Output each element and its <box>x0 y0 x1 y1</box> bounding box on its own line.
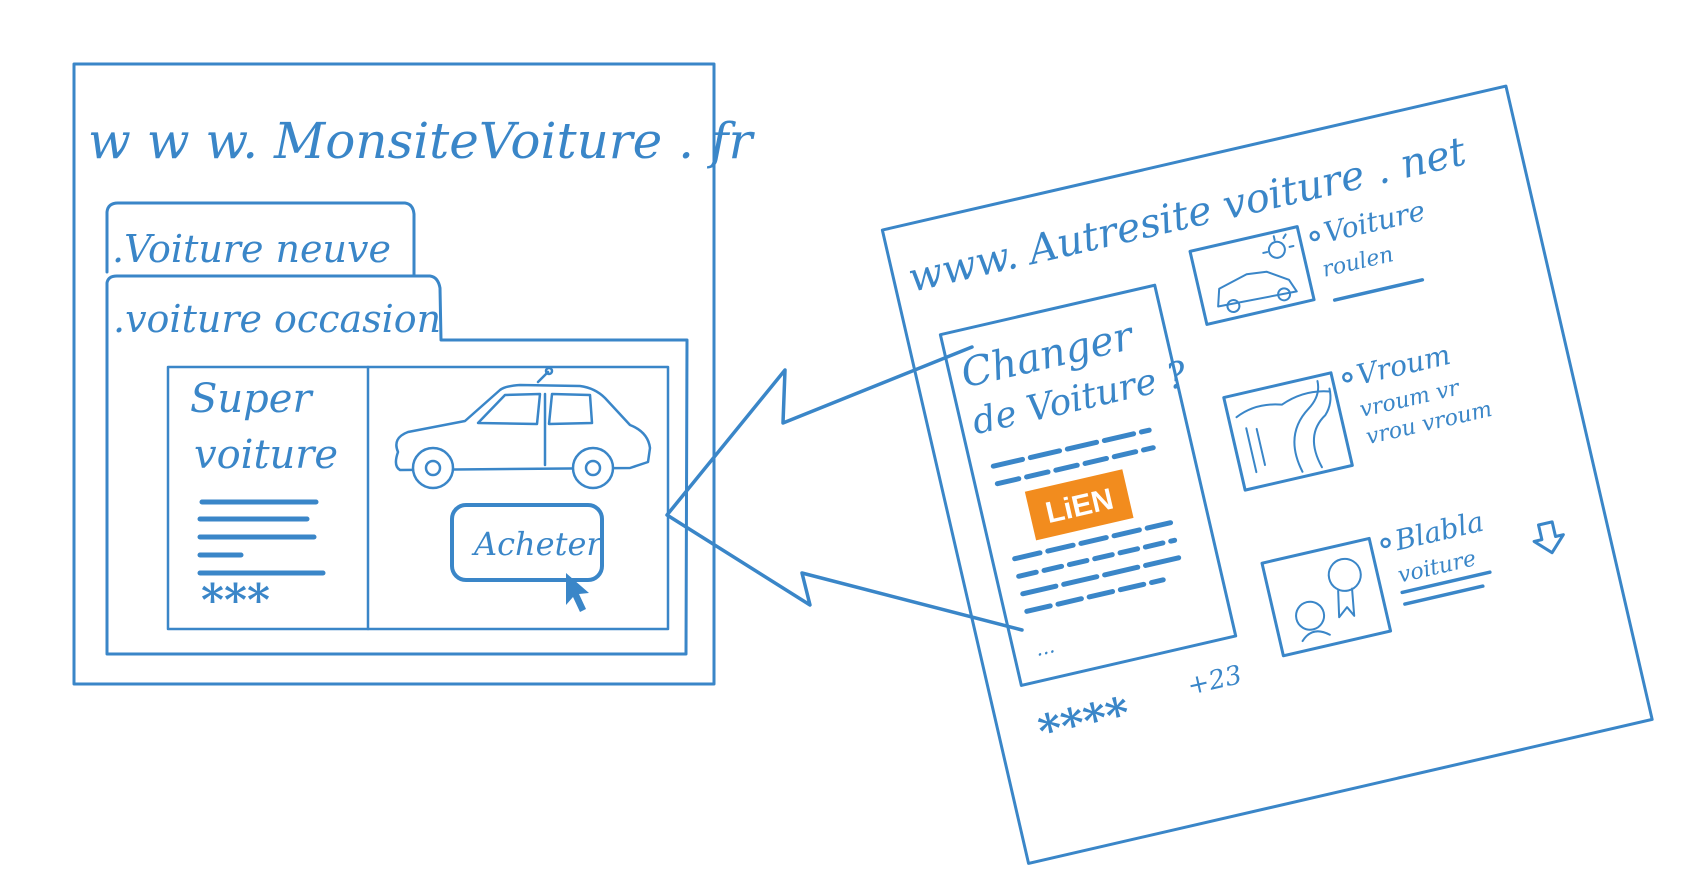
right-page-frame <box>880 84 1654 865</box>
double-arrow <box>665 345 1024 632</box>
sun-icon <box>1262 233 1295 259</box>
card-stars: *** <box>201 575 270 626</box>
card-title-line2: voiture <box>194 432 338 478</box>
left-page-frame <box>72 62 716 686</box>
link-badge[interactable] <box>1024 469 1134 541</box>
cursor-icon <box>566 573 589 612</box>
card-title-line1: Super <box>190 376 314 422</box>
article-footer: ... <box>1033 633 1057 661</box>
article-card <box>938 283 1238 687</box>
rating-count: +23 <box>1185 660 1245 702</box>
bullet-icon <box>1342 371 1353 383</box>
item-3-underline <box>1400 570 1492 595</box>
bullet-icon <box>1309 230 1320 242</box>
rating-stars: **** <box>1034 688 1135 758</box>
car-icon <box>394 366 652 490</box>
tab-voiture-neuve-label: .Voiture neuve <box>112 227 391 271</box>
item-3-underline-2 <box>1403 584 1485 606</box>
bullet-icon <box>1380 537 1391 549</box>
buy-button[interactable] <box>450 503 604 582</box>
tab-voiture-occasion-panel <box>105 274 689 656</box>
item-2-thumbnail <box>1222 371 1354 492</box>
buy-button-label: Acheter <box>471 525 603 563</box>
tab-voiture-neuve[interactable] <box>105 201 416 277</box>
card-description-lines <box>197 499 326 576</box>
left-website: w w w. MonsiteVoiture . fr .Voiture neuv… <box>72 62 755 686</box>
product-card <box>166 365 670 631</box>
scroll-down-arrow-icon[interactable] <box>1531 520 1567 556</box>
list-item-2[interactable]: Vroum vroum vr vrou vroum <box>1222 332 1497 492</box>
left-site-url[interactable]: w w w. MonsiteVoiture . fr <box>88 112 755 170</box>
item-1-thumbnail <box>1188 225 1316 326</box>
tab-voiture-occasion-label[interactable]: .voiture occasion <box>113 297 441 341</box>
medal-icon <box>1295 557 1362 643</box>
list-item-3[interactable]: Blabla voiture <box>1260 505 1502 658</box>
car-icon <box>1217 270 1298 314</box>
right-website: www. Autresite voiture . net Changer de … <box>880 84 1654 865</box>
item-1-underline <box>1332 278 1425 302</box>
item-3-thumbnail <box>1260 536 1393 658</box>
article-text-lines <box>990 427 1182 614</box>
road-icon <box>1235 380 1332 474</box>
